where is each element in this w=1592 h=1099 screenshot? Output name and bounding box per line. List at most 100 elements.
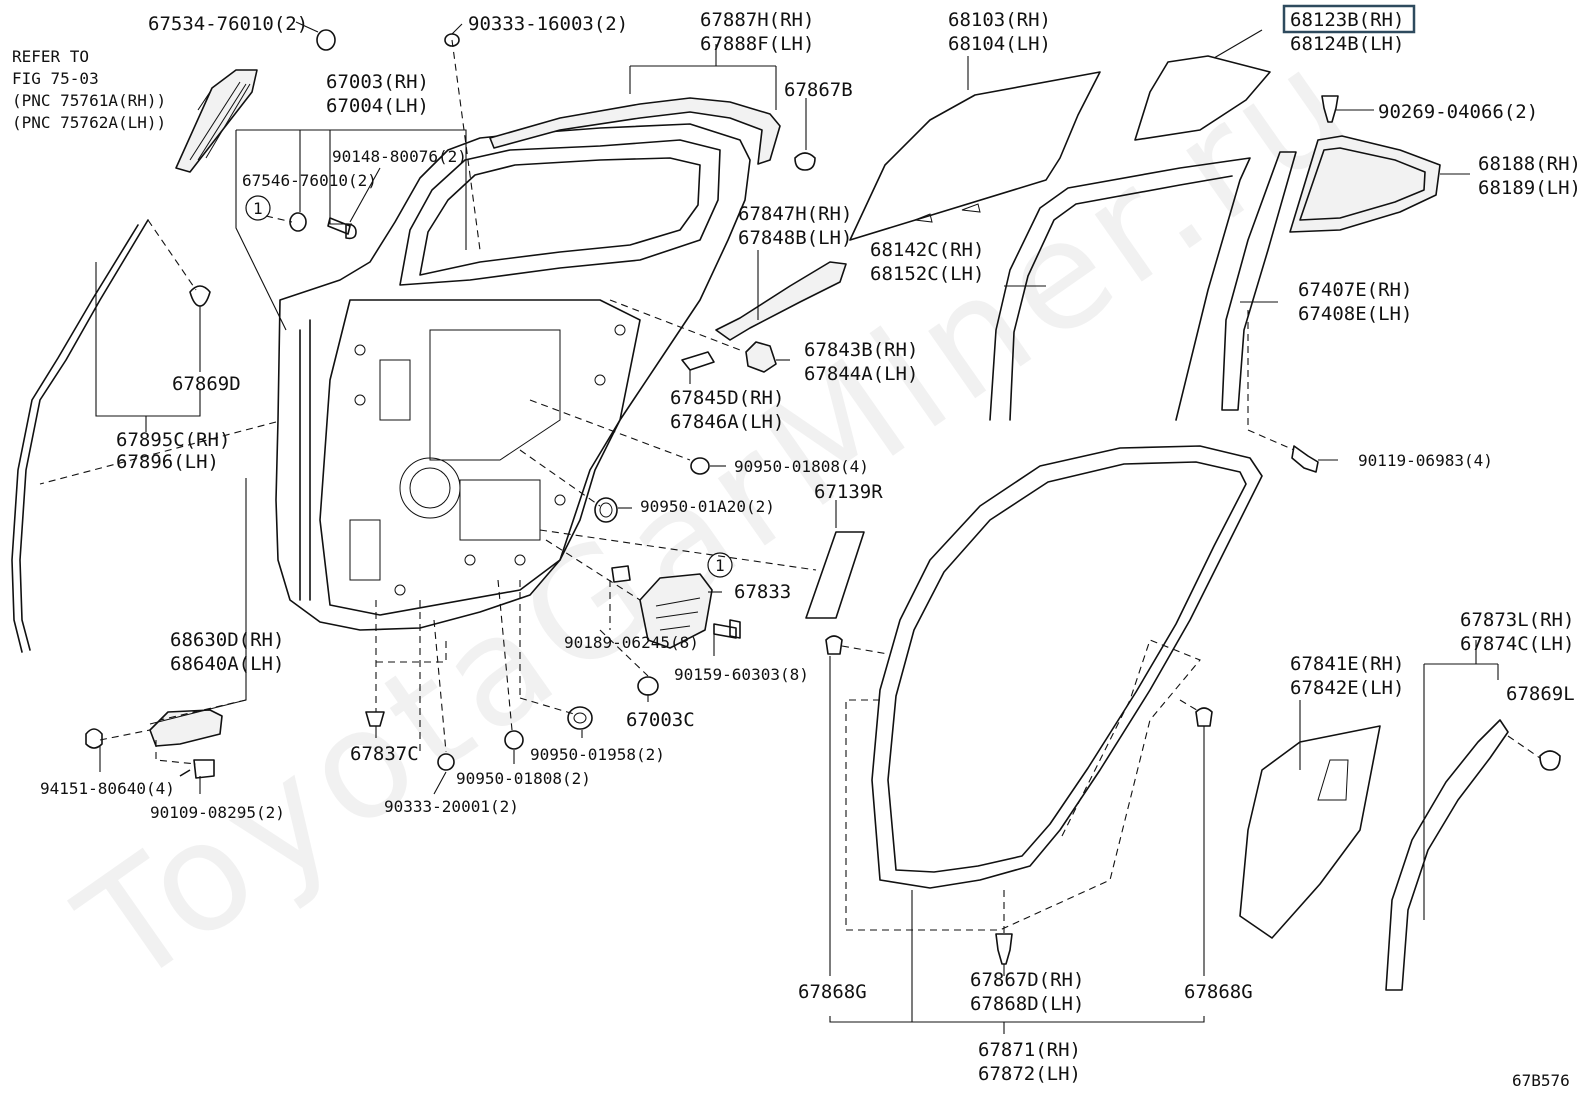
bolt-90119-icon[interactable] [1291, 445, 1319, 473]
label-67874[interactable]: 67874C(LH) [1460, 633, 1574, 655]
door-speaker-hole-inner [409, 467, 451, 509]
label-67139r[interactable]: 67139R [814, 481, 883, 503]
label-67888[interactable]: 67888F(LH) [700, 33, 814, 55]
clip-67869l-icon[interactable] [1539, 750, 1561, 771]
plug-90333-20001-icon[interactable] [437, 753, 455, 771]
label-67873[interactable]: 67873L(RH) [1460, 609, 1574, 631]
label-67003c[interactable]: 67003C [626, 709, 695, 731]
label-68124[interactable]: 68124B(LH) [1290, 33, 1404, 55]
label-67003[interactable]: 67003(RH) [326, 71, 429, 93]
label-90333-20001[interactable]: 90333-20001(2) [384, 797, 519, 816]
label-67546[interactable]: 67546-76010(2) [242, 171, 377, 190]
quarter-glass-weatherstrip[interactable] [1289, 135, 1441, 233]
grommet-67003c-icon[interactable] [637, 676, 659, 696]
label-68189[interactable]: 68189(LH) [1478, 177, 1581, 199]
label-68152[interactable]: 68152C(LH) [870, 263, 984, 285]
clip-90269-icon[interactable] [1321, 95, 1339, 123]
label-67847[interactable]: 67847H(RH) [738, 203, 852, 225]
label-90950-01958[interactable]: 90950-01958(2) [530, 745, 665, 764]
label-67837c[interactable]: 67837C [350, 743, 419, 765]
label-90333-16003[interactable]: 90333-16003(2) [468, 13, 628, 35]
label-67896[interactable]: 67896(LH) [116, 451, 219, 473]
label-67846[interactable]: 67846A(LH) [670, 411, 784, 433]
door-service-hole-cover[interactable] [805, 531, 865, 619]
label-68640[interactable]: 68640A(LH) [170, 653, 284, 675]
clip-67867d-icon[interactable] [995, 933, 1013, 965]
clip-67868g-right-icon[interactable] [1195, 707, 1213, 727]
label-67848[interactable]: 67848B(LH) [738, 227, 852, 249]
label-68103[interactable]: 68103(RH) [948, 9, 1051, 31]
label-67868g-right[interactable]: 67868G [1184, 981, 1253, 1003]
bolt-90109-icon[interactable] [179, 759, 215, 779]
label-67867d[interactable]: 67867D(RH) [970, 969, 1084, 991]
door-frame-bracket[interactable] [715, 261, 847, 341]
label-90269[interactable]: 90269-04066(2) [1378, 101, 1538, 123]
door-panel-holes [354, 324, 626, 596]
screw-90148-icon[interactable] [327, 217, 357, 240]
label-67867b[interactable]: 67867B [784, 79, 853, 101]
label-67868g-left[interactable]: 67868G [798, 981, 867, 1003]
door-belt-weatherstrip[interactable] [11, 219, 149, 653]
rear-door-quarter-glass[interactable] [1134, 55, 1271, 141]
bolt-94151-icon[interactable] [85, 728, 103, 749]
label-67843[interactable]: 67843B(RH) [804, 339, 918, 361]
label-90950-01a20[interactable]: 90950-01A20(2) [640, 497, 775, 516]
clip-67868g-left-icon[interactable] [825, 635, 843, 655]
grommet-90950-01808-b-icon[interactable] [504, 730, 524, 750]
label-67833[interactable]: 67833 [734, 581, 791, 603]
label-68104[interactable]: 68104(LH) [948, 33, 1051, 55]
label-67407[interactable]: 67407E(RH) [1298, 279, 1412, 301]
door-belt-moulding-right[interactable] [1385, 719, 1509, 991]
door-weatherstrip[interactable] [871, 445, 1263, 889]
grommet-90950-01a20-icon[interactable] [594, 497, 618, 523]
door-trim-sheet[interactable] [1239, 725, 1381, 939]
door-access-cover[interactable] [639, 573, 713, 649]
clip-67837c-icon[interactable] [365, 711, 385, 727]
clip-67845-icon[interactable] [681, 351, 715, 371]
label-67871[interactable]: 67871(RH) [978, 1039, 1081, 1061]
access-cover-pattern [655, 597, 701, 631]
door-division-bar[interactable] [1221, 151, 1297, 411]
label-67868d[interactable]: 67868D(LH) [970, 993, 1084, 1015]
label-67844[interactable]: 67844A(LH) [804, 363, 918, 385]
label-67872[interactable]: 67872(LH) [978, 1063, 1081, 1085]
label-90109[interactable]: 90109-08295(2) [150, 803, 285, 822]
grommet-67546-icon[interactable] [289, 212, 307, 232]
label-67534[interactable]: 67534-76010(2) [148, 13, 308, 35]
clip-67869d-icon[interactable] [189, 285, 211, 307]
label-90119[interactable]: 90119-06983(4) [1358, 451, 1493, 470]
grommet-90950-01958-icon[interactable] [567, 706, 593, 730]
screw-90159-icon[interactable] [713, 619, 741, 639]
label-90950-01808-b[interactable]: 90950-01808(2) [456, 769, 591, 788]
label-90148[interactable]: 90148-80076(2) [332, 147, 467, 166]
label-67004[interactable]: 67004(LH) [326, 95, 429, 117]
label-90159[interactable]: 90159-60303(8) [674, 665, 809, 684]
label-67895[interactable]: 67895C(RH) [116, 429, 230, 451]
label-90950-01808-a[interactable]: 90950-01808(4) [734, 457, 869, 476]
clip-67867b-icon[interactable] [794, 152, 816, 171]
label-67842[interactable]: 67842E(LH) [1290, 677, 1404, 699]
door-frame-upper-moulding[interactable] [489, 97, 781, 165]
label-67869d[interactable]: 67869D [172, 373, 241, 395]
grommet-90950-01808-icon[interactable] [690, 457, 710, 475]
rear-door-garnish-strip[interactable] [175, 69, 258, 173]
callout-marker-1-right-label: 1 [715, 556, 725, 575]
clip-90189-icon[interactable] [611, 565, 631, 583]
label-67887[interactable]: 67887H(RH) [700, 9, 814, 31]
label-67841[interactable]: 67841E(RH) [1290, 653, 1404, 675]
door-frame-bracket-lower[interactable] [745, 341, 777, 373]
label-68630[interactable]: 68630D(RH) [170, 629, 284, 651]
rear-door-panel[interactable] [275, 123, 751, 631]
label-68123[interactable]: 68123B(RH) [1290, 9, 1404, 31]
label-68188[interactable]: 68188(RH) [1478, 153, 1581, 175]
rear-door-glass[interactable] [849, 71, 1101, 241]
label-67408[interactable]: 67408E(LH) [1298, 303, 1412, 325]
label-67869l[interactable]: 67869L [1506, 683, 1575, 705]
label-90189[interactable]: 90189-06245(8) [564, 633, 699, 652]
label-67845[interactable]: 67845D(RH) [670, 387, 784, 409]
label-94151[interactable]: 94151-80640(4) [40, 779, 175, 798]
quarter-glass-weatherstrip-inner [1299, 147, 1426, 221]
label-68142[interactable]: 68142C(RH) [870, 239, 984, 261]
glass-run-channel[interactable] [989, 157, 1251, 421]
clip-67534-icon[interactable] [316, 29, 336, 51]
